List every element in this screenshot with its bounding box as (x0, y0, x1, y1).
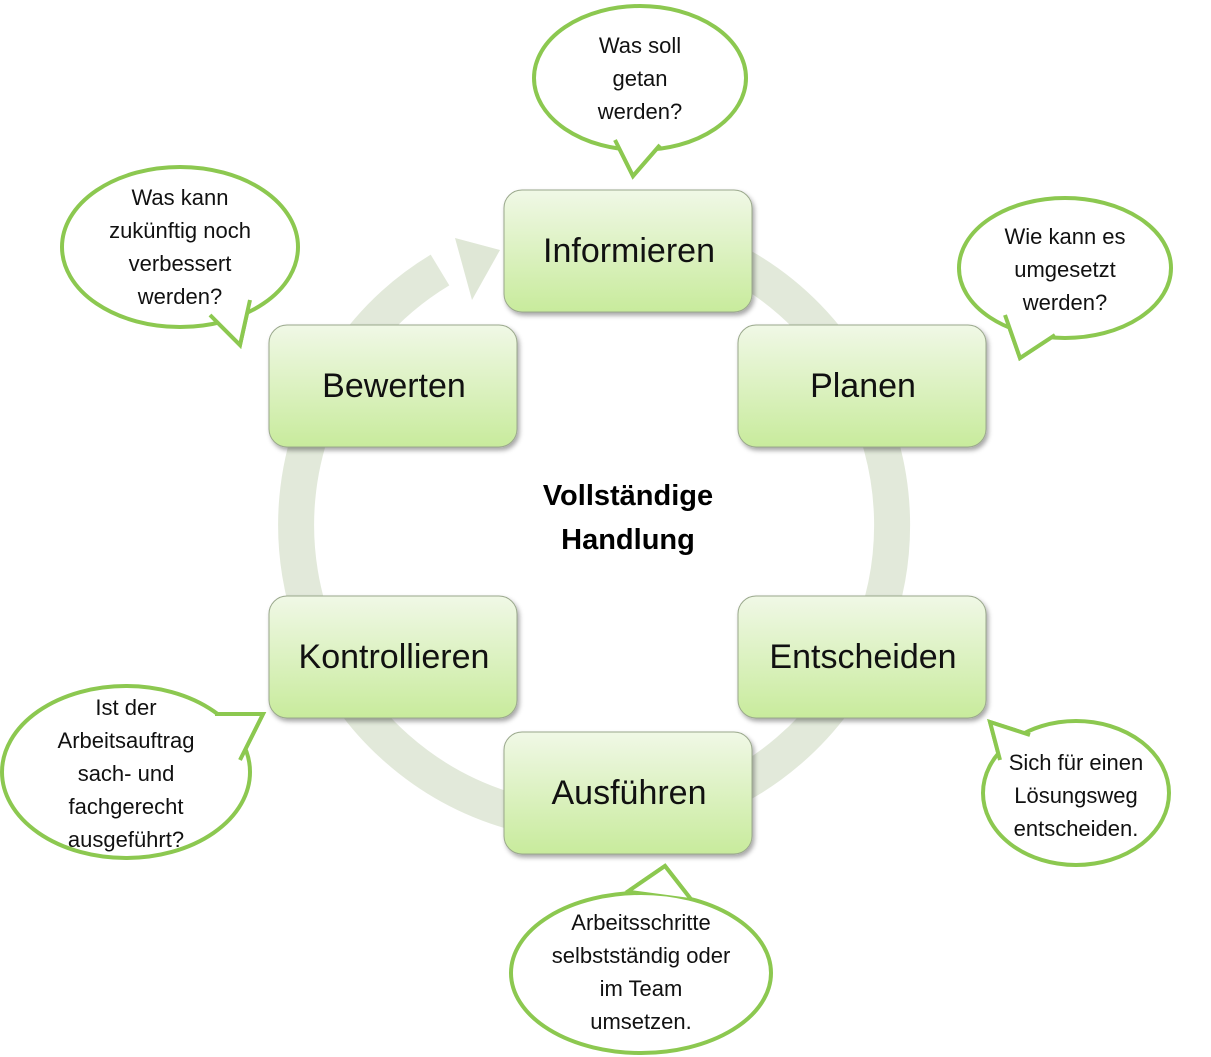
step-box (268, 324, 518, 448)
step-informieren: Informieren (543, 231, 715, 270)
step-box (503, 731, 753, 855)
speech-bubble (957, 196, 1173, 362)
bubble-kontrollieren-text: Ist der Arbeitsauftrag sach- und fachger… (57, 694, 195, 852)
step-kontrollieren: Kontrollieren (298, 637, 490, 676)
speech-bubble (60, 165, 300, 349)
center-title: Vollständige Handlung (542, 480, 714, 556)
speech-bubble (981, 718, 1171, 867)
speech-bubble (532, 4, 748, 180)
step-box (737, 324, 987, 448)
step-box (737, 595, 987, 719)
speech-bubble (509, 863, 773, 1055)
bubble-planen-text: Wie kann es umgesetzt werden? (1004, 223, 1126, 315)
bubble-entscheiden-text: Sich für einen Lösungsweg entscheiden. (1008, 749, 1144, 841)
step-planen: Planen (810, 366, 916, 405)
bubble-bewerten-text: Was kann zukünftig noch verbessert werde… (109, 185, 251, 309)
bubble-informieren-text: Was soll getan werden? (597, 32, 683, 124)
step-ausfuehren: Ausführen (551, 773, 707, 812)
speech-bubble (0, 684, 267, 860)
step-entscheiden: Entscheiden (769, 637, 957, 676)
bubble-ausfuehren-text: Arbeitsschritte selbstständig oder im Te… (551, 910, 731, 1034)
arrowhead-icon (455, 238, 500, 300)
step-box (268, 595, 518, 719)
step-box (503, 189, 753, 313)
step-bewerten: Bewerten (322, 366, 466, 405)
